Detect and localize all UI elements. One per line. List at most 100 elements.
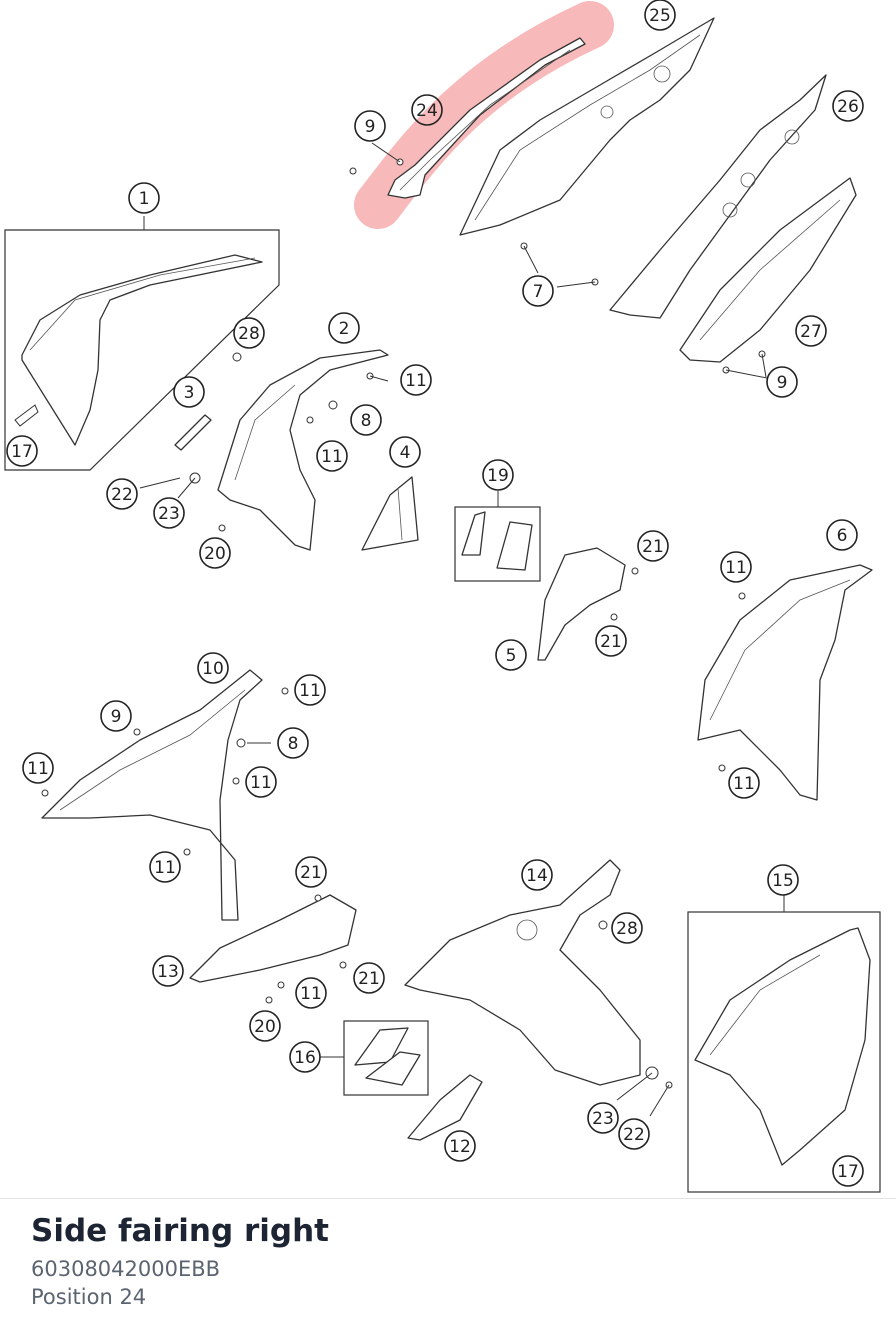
part-info-panel: Side fairing right 60308042000EBB Positi… [0, 1198, 896, 1336]
callout-14[interactable]: 14 [521, 859, 553, 891]
callout-26[interactable]: 26 [832, 90, 864, 122]
callout-23[interactable]: 23 [153, 497, 185, 529]
callout-21[interactable]: 21 [637, 530, 669, 562]
part-15-assembly[interactable] [687, 911, 881, 1193]
part-14[interactable] [404, 859, 641, 1086]
callout-8[interactable]: 8 [350, 404, 382, 436]
part-4[interactable] [361, 476, 419, 551]
callout-11[interactable]: 11 [22, 752, 54, 784]
callout-label: 17 [837, 1162, 859, 1182]
callout-label: 27 [800, 322, 822, 342]
callout-6[interactable]: 6 [826, 519, 858, 551]
callout-label: 19 [487, 466, 509, 486]
callout-label: 11 [405, 371, 427, 391]
callout-10[interactable]: 10 [197, 652, 229, 684]
callout-label: 2 [339, 319, 350, 339]
callout-label: 25 [649, 6, 671, 26]
callout-2[interactable]: 2 [328, 312, 360, 344]
callout-11[interactable]: 11 [720, 551, 752, 583]
callout-24[interactable]: 24 [411, 94, 443, 126]
callout-7[interactable]: 7 [522, 275, 554, 307]
callout-label: 11 [321, 447, 343, 467]
callout-11[interactable]: 11 [400, 364, 432, 396]
callout-20[interactable]: 20 [199, 537, 231, 569]
callout-17[interactable]: 17 [832, 1155, 864, 1187]
part-19-assembly[interactable] [454, 506, 541, 582]
callout-1[interactable]: 1 [128, 182, 160, 214]
part-2[interactable] [217, 349, 389, 551]
callout-16[interactable]: 16 [289, 1041, 321, 1073]
callout-label: 21 [300, 863, 322, 883]
callout-21[interactable]: 21 [353, 962, 385, 994]
callout-11[interactable]: 11 [316, 440, 348, 472]
callout-25[interactable]: 25 [644, 0, 676, 31]
callout-label: 4 [400, 443, 411, 463]
callout-label: 24 [416, 101, 438, 121]
callout-label: 6 [837, 526, 848, 546]
callout-label: 28 [238, 324, 260, 344]
callout-label: 10 [202, 659, 224, 679]
callout-23[interactable]: 23 [587, 1102, 619, 1134]
callout-label: 8 [288, 734, 299, 754]
part-13[interactable] [189, 894, 357, 983]
part-1-assembly[interactable] [4, 229, 280, 471]
callout-13[interactable]: 13 [152, 955, 184, 987]
callout-11[interactable]: 11 [728, 767, 760, 799]
callout-11[interactable]: 11 [294, 674, 326, 706]
callout-label: 12 [449, 1137, 471, 1157]
callout-label: 13 [157, 962, 179, 982]
callout-21[interactable]: 21 [595, 625, 627, 657]
callout-11[interactable]: 11 [295, 977, 327, 1009]
callout-label: 7 [533, 282, 544, 302]
callout-label: 21 [600, 632, 622, 652]
callout-4[interactable]: 4 [389, 436, 421, 468]
part-number: 60308042000EBB [31, 1257, 221, 1281]
callout-27[interactable]: 27 [795, 315, 827, 347]
callout-label: 23 [158, 504, 180, 524]
callout-22[interactable]: 22 [106, 478, 138, 510]
callout-label: 9 [777, 373, 788, 393]
part-3[interactable] [174, 414, 212, 451]
part-12[interactable] [407, 1074, 483, 1141]
callout-28[interactable]: 28 [611, 912, 643, 944]
callout-15[interactable]: 15 [767, 864, 799, 896]
callout-label: 23 [592, 1109, 614, 1129]
callout-28[interactable]: 28 [233, 317, 265, 349]
callout-9[interactable]: 9 [100, 700, 132, 732]
part-10[interactable] [41, 669, 263, 921]
callout-label: 28 [616, 919, 638, 939]
callout-5[interactable]: 5 [495, 639, 527, 671]
callout-8[interactable]: 8 [277, 727, 309, 759]
callout-22[interactable]: 22 [618, 1118, 650, 1150]
part-5[interactable] [537, 547, 626, 661]
callout-label: 22 [623, 1125, 645, 1145]
callout-label: 26 [837, 97, 859, 117]
callout-11[interactable]: 11 [245, 766, 277, 798]
part-16-assembly[interactable] [343, 1020, 429, 1096]
callout-3[interactable]: 3 [173, 376, 205, 408]
callout-21[interactable]: 21 [295, 856, 327, 888]
part-6[interactable] [697, 564, 873, 801]
part-position: Position 24 [31, 1285, 147, 1309]
part-24-side-fairing-right[interactable] [387, 37, 586, 199]
callout-12[interactable]: 12 [444, 1130, 476, 1162]
part-27[interactable] [679, 177, 857, 363]
part-26[interactable] [609, 74, 827, 319]
callout-9[interactable]: 9 [354, 110, 386, 142]
callout-label: 11 [299, 681, 321, 701]
callout-label: 20 [254, 1017, 276, 1037]
callout-20[interactable]: 20 [249, 1010, 281, 1042]
callout-label: 1 [139, 189, 150, 209]
part-title: Side fairing right [31, 1213, 329, 1249]
callout-label: 11 [733, 774, 755, 794]
callout-9[interactable]: 9 [766, 366, 798, 398]
callout-17[interactable]: 17 [6, 435, 38, 467]
callout-label: 11 [27, 759, 49, 779]
callout-label: 21 [642, 537, 664, 557]
callout-19[interactable]: 19 [482, 459, 514, 491]
callout-label: 22 [111, 485, 133, 505]
callout-11[interactable]: 11 [149, 851, 181, 883]
callout-label: 17 [11, 442, 33, 462]
part-25[interactable] [459, 17, 715, 236]
